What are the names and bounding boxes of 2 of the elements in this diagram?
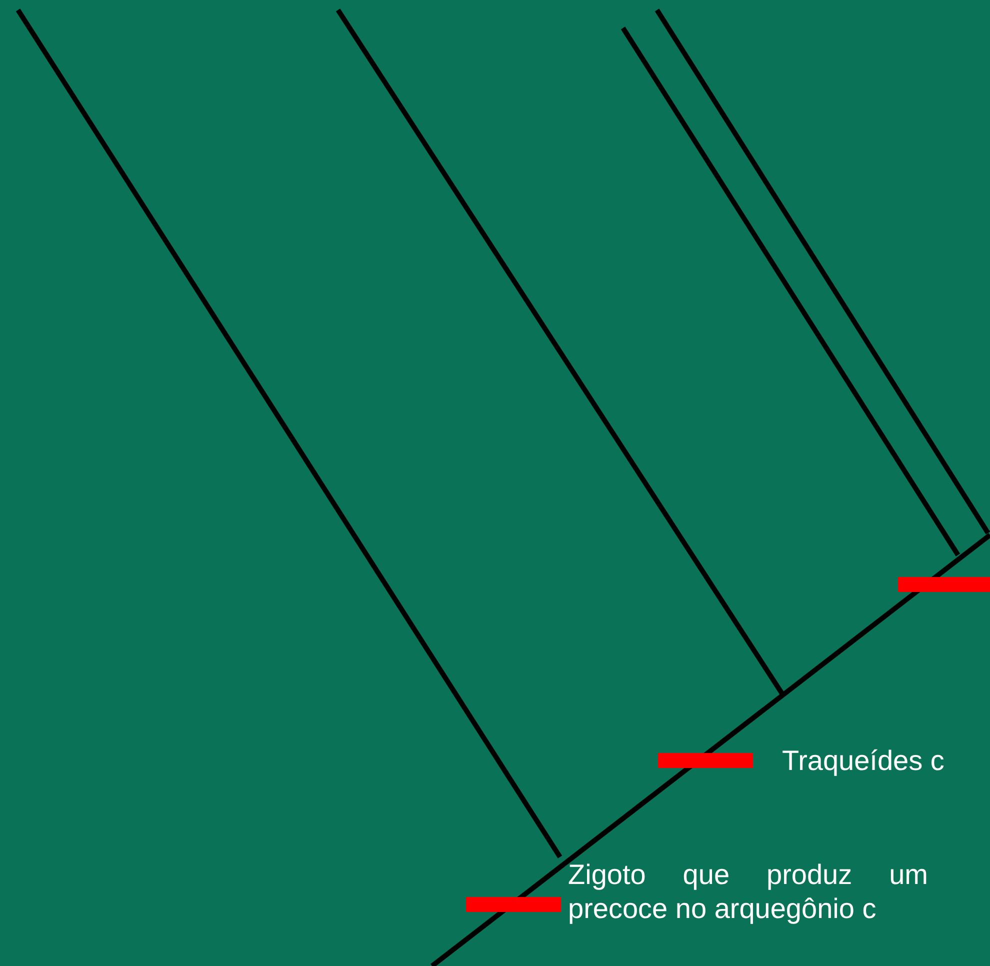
trait-label: Zigoto que produz um precoce no arquegônio c: [568, 858, 928, 926]
trait-label: Traqueídes c: [782, 744, 944, 778]
